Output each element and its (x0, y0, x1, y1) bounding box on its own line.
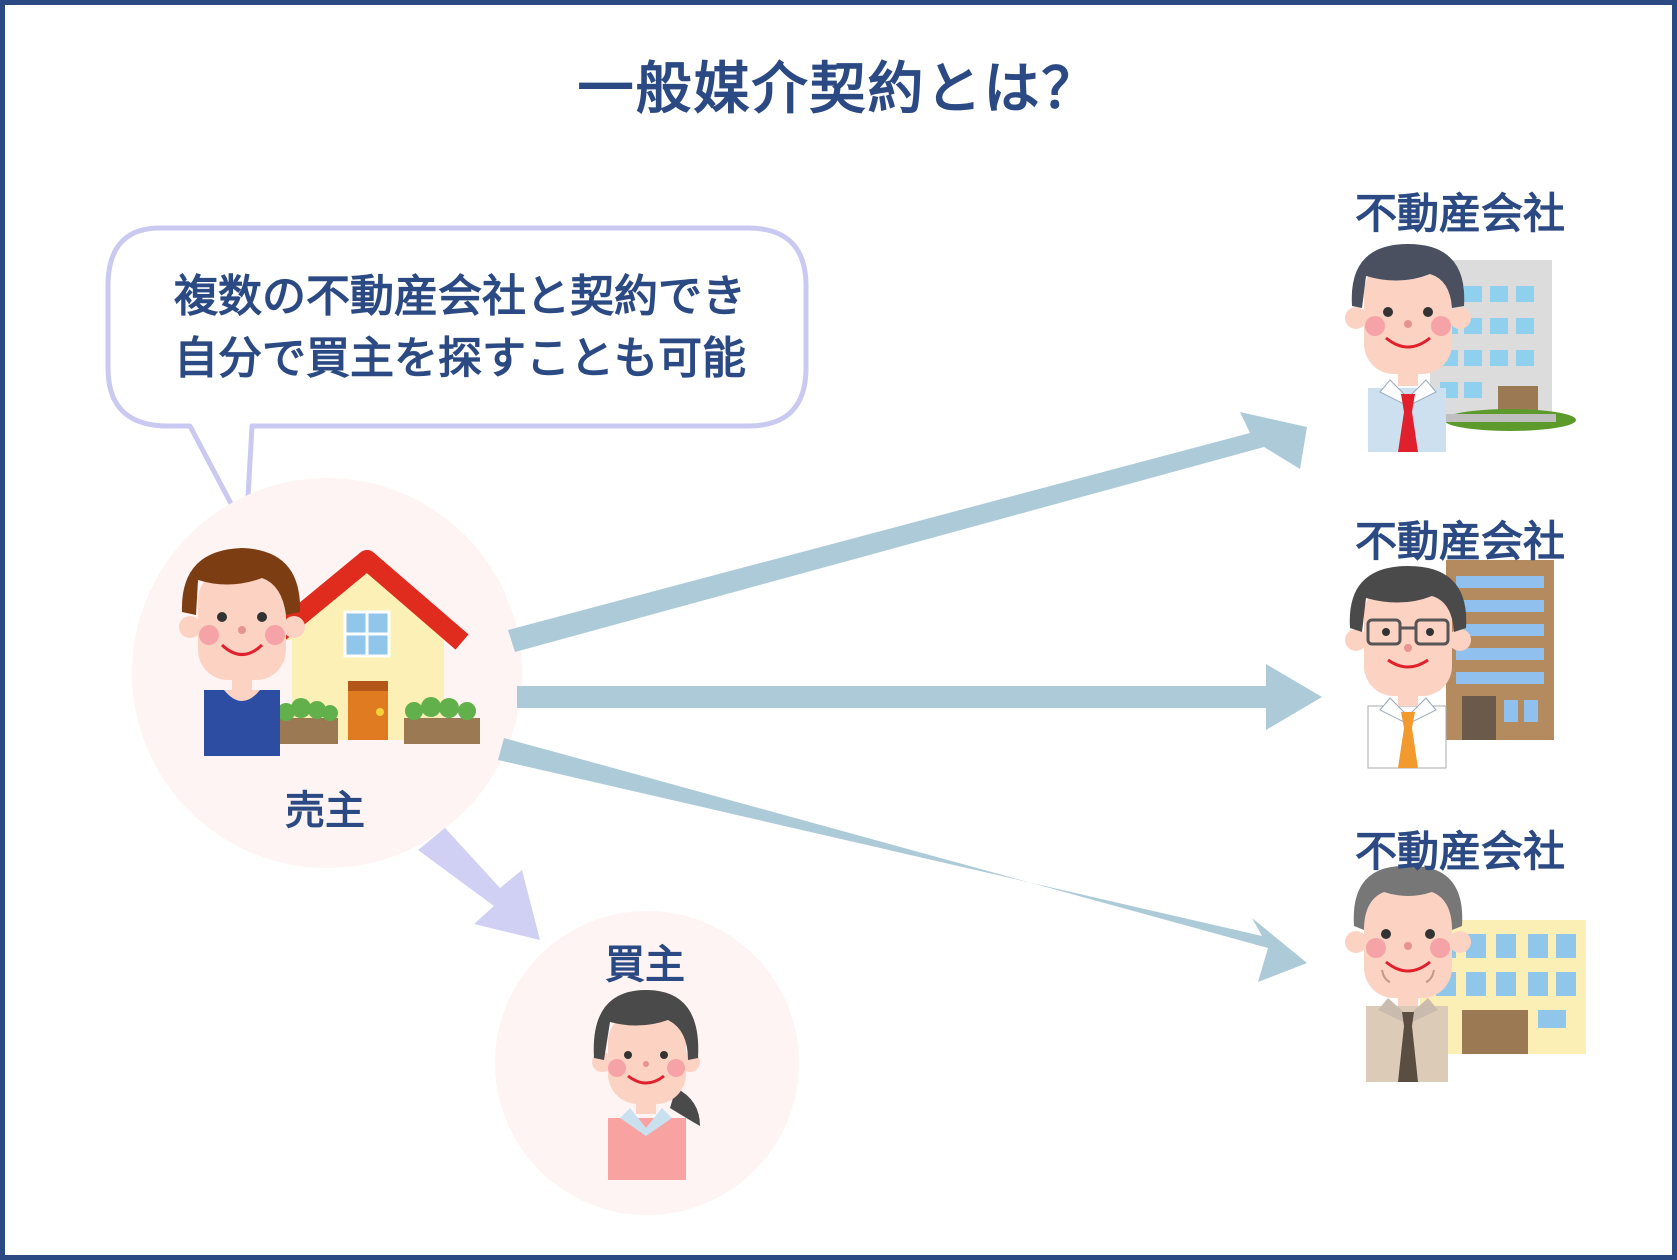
arrow-to-company-3 (498, 738, 1307, 982)
speech-bubble (105, 225, 809, 535)
arrow-to-company-1 (508, 412, 1307, 652)
company-1-icon (1345, 244, 1576, 452)
house-icon (263, 550, 480, 744)
arrow-to-company-2 (517, 664, 1322, 730)
company-2-label: 不動産会社 (1354, 517, 1565, 566)
bubble-text-line-2: 自分で買主を探すことも可能 (174, 333, 746, 384)
company-2-icon (1345, 560, 1554, 769)
page-title: 一般媒介契約とは？ (577, 57, 1100, 122)
buyer-avatar (592, 990, 700, 1180)
bubble-text-line-1: 複数の不動産会社と契約でき (174, 271, 746, 322)
company-3-label: 不動産会社 (1354, 827, 1565, 876)
buyer-label: 買主 (605, 942, 685, 988)
arrow-to-buyer (418, 828, 540, 940)
company-1-label: 不動産会社 (1354, 189, 1565, 238)
seller-avatar (179, 548, 305, 756)
seller-label: 売主 (285, 788, 365, 834)
company-3-icon (1345, 865, 1586, 1082)
